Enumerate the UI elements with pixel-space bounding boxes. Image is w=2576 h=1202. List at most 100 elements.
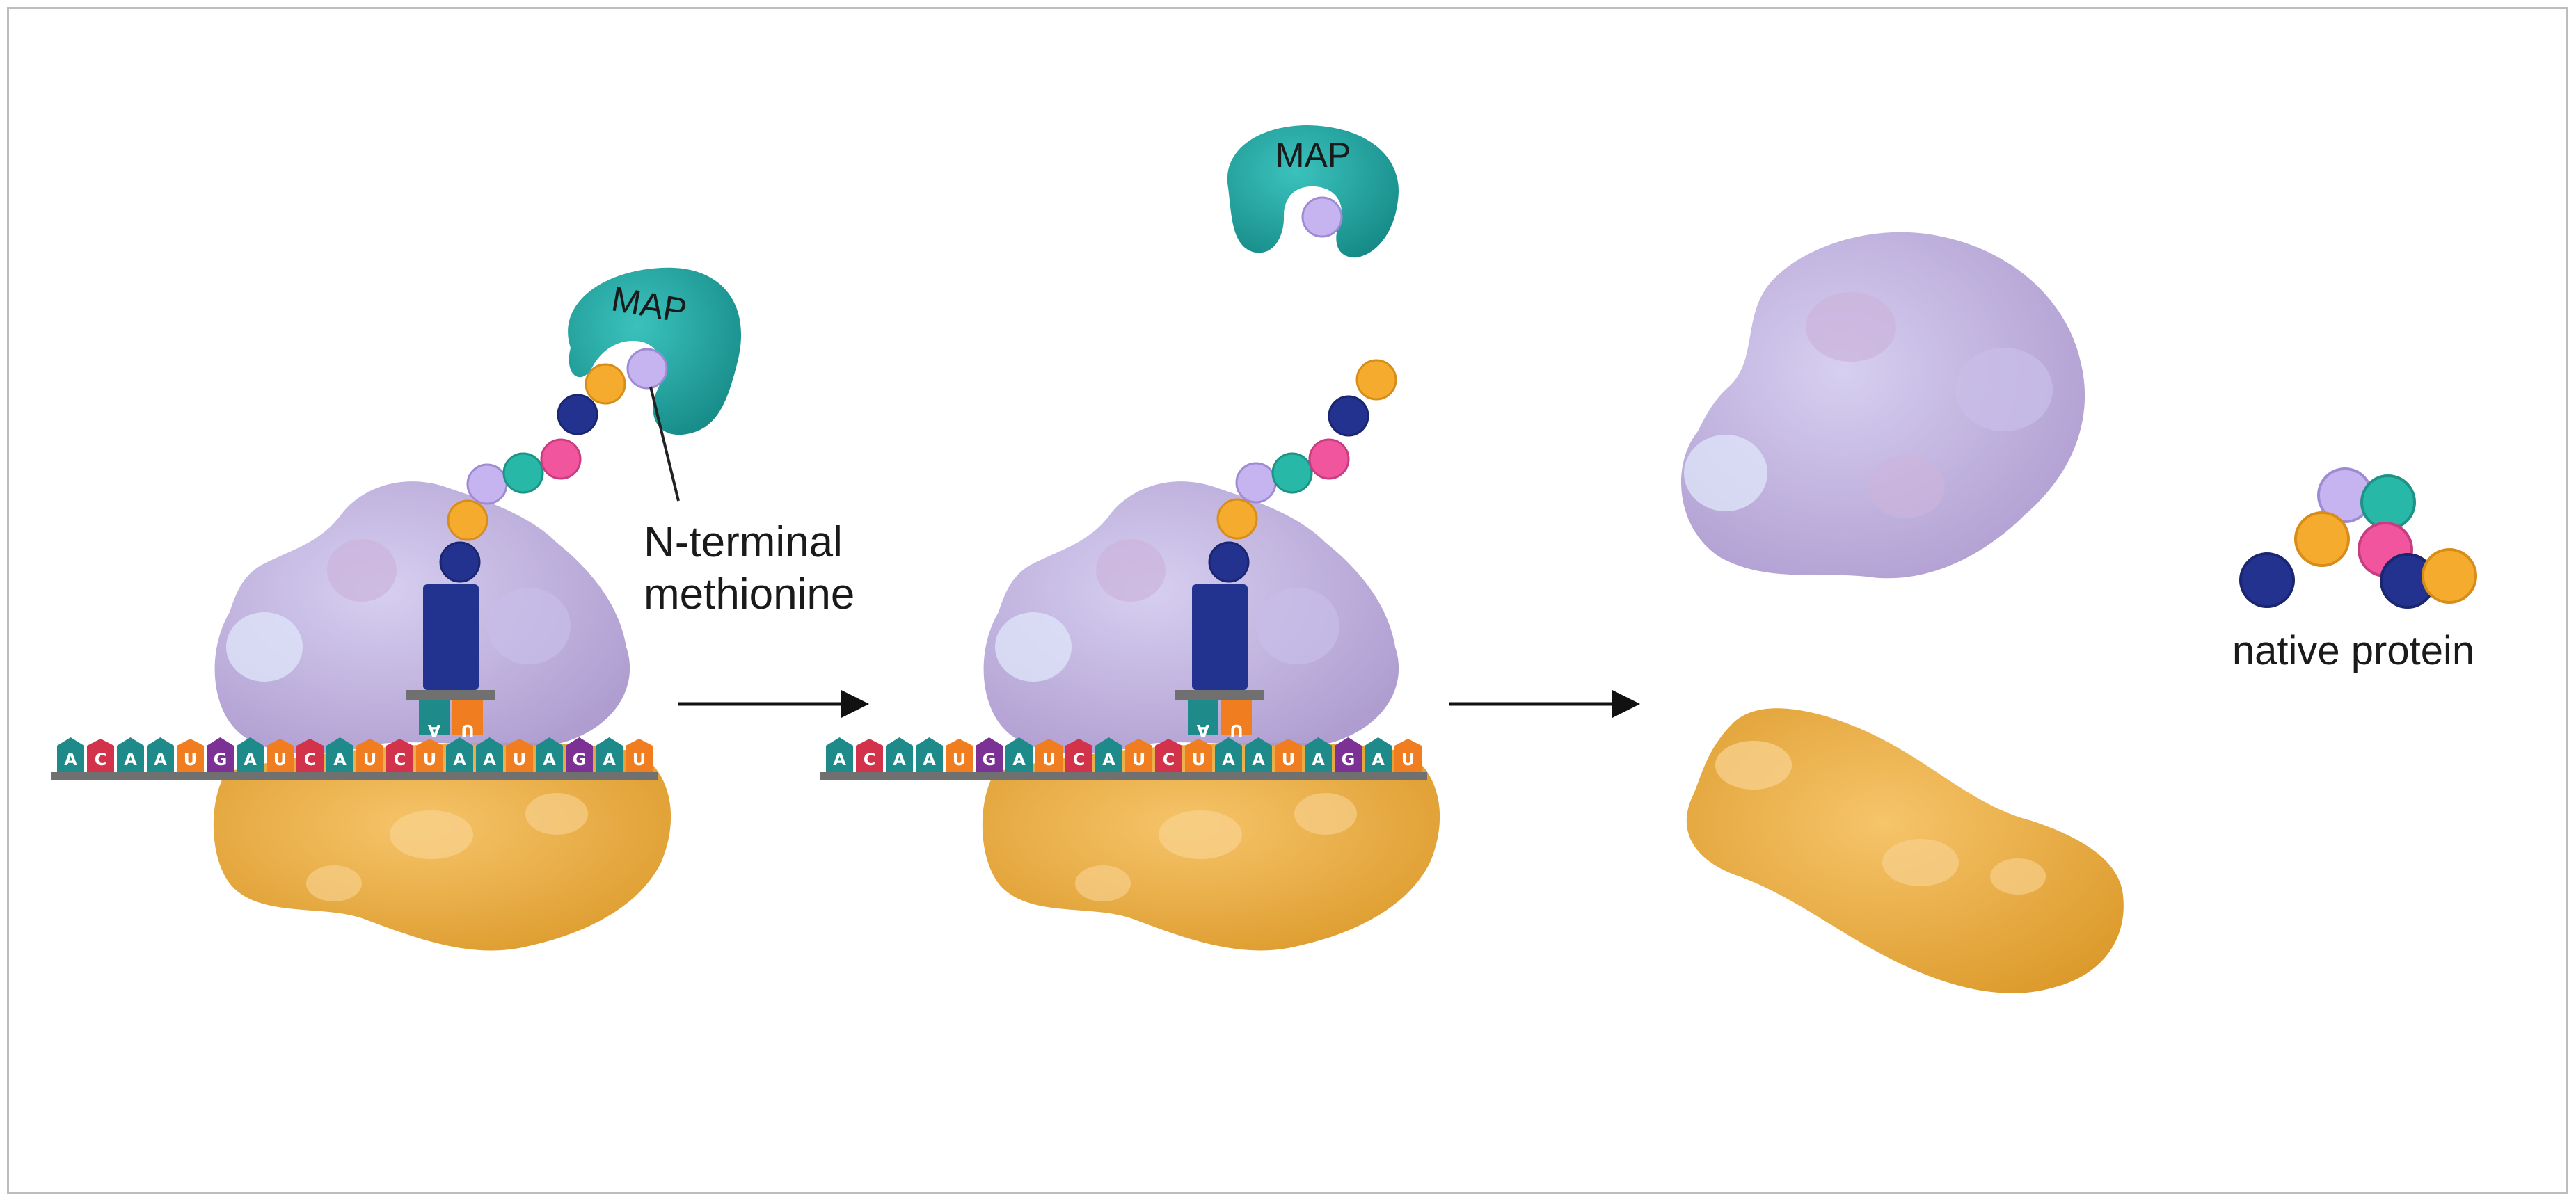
callout-line xyxy=(649,386,680,502)
native-protein-label: native protein xyxy=(2232,628,2474,673)
ribosome-small-subunit xyxy=(982,742,1440,951)
anticodon-tile xyxy=(1188,700,1218,735)
ribosome-large-subunit xyxy=(214,481,630,754)
nucleotide-tile xyxy=(1365,737,1392,772)
nucleotide-tile xyxy=(856,739,883,772)
anticodon-letter: A xyxy=(1196,721,1209,740)
nascent-peptide-chain xyxy=(1208,359,1397,583)
nucleotide-letter: A xyxy=(124,750,137,769)
n-terminal-label: N-terminal methionine xyxy=(644,518,854,618)
nucleotide-tile xyxy=(1245,737,1272,772)
nucleotide-letter: U xyxy=(1282,750,1296,769)
anticodon-letter: A xyxy=(427,721,440,740)
map-label: MAP xyxy=(1275,136,1351,175)
anticodon-tile xyxy=(1221,700,1252,735)
nucleotide-tile xyxy=(976,737,1003,772)
ribosome-small-subunit xyxy=(213,742,671,951)
nucleotide-tile xyxy=(117,737,144,772)
nucleotide-letter: A xyxy=(1252,750,1265,769)
native-protein xyxy=(2239,467,2477,609)
nucleotide-letter: U xyxy=(633,750,646,769)
nucleotide-letter: U xyxy=(1042,750,1056,769)
nucleotide-letter: A xyxy=(1222,750,1235,769)
nucleotide-tile xyxy=(446,737,473,772)
map-enzyme: MAP xyxy=(568,267,742,435)
nucleotide-letter: U xyxy=(513,750,527,769)
nucleotide-tile xyxy=(916,737,943,772)
nucleotide-letter: A xyxy=(1012,750,1026,769)
nucleotide-letter: U xyxy=(1401,750,1415,769)
nucleotide-letter: A xyxy=(543,750,556,769)
map-enzyme: MAP xyxy=(1227,125,1399,258)
nucleotide-tile xyxy=(296,739,324,772)
nucleotide-letter: A xyxy=(893,750,906,769)
nucleotide-letter: A xyxy=(923,750,936,769)
nucleotide-tile xyxy=(386,739,413,772)
nucleotide-tile xyxy=(626,739,653,772)
nucleotide-tile xyxy=(826,737,853,772)
nucleotide-tile xyxy=(1065,739,1092,772)
nucleotide-letter: G xyxy=(983,750,996,769)
ribosome-small-subunit-released xyxy=(1686,708,2124,993)
nucleotide-tile xyxy=(566,737,593,772)
nucleotide-tile xyxy=(57,737,84,772)
nucleotide-tile xyxy=(596,737,623,772)
nucleotide-tile xyxy=(237,737,264,772)
nascent-peptide-chain xyxy=(439,363,626,583)
panel-3-dissociation xyxy=(1681,232,2124,993)
nucleotide-tile xyxy=(326,737,353,772)
nucleotide-letter: C xyxy=(95,750,107,769)
nucleotide-letter: C xyxy=(394,750,406,769)
nucleotide-letter: A xyxy=(154,750,167,769)
nucleotide-tile xyxy=(1005,737,1033,772)
nucleotide-letter: C xyxy=(864,750,876,769)
nucleotide-tile xyxy=(267,739,294,772)
nucleotide-letter: U xyxy=(1192,750,1206,769)
nucleotide-tile xyxy=(1394,739,1422,772)
nucleotide-letter: A xyxy=(244,750,257,769)
ribosome-large-subunit xyxy=(983,481,1399,754)
nucleotide-tile xyxy=(416,739,443,772)
nucleotide-letter: C xyxy=(304,750,317,769)
nucleotide-letter: A xyxy=(833,750,846,769)
nucleotide-tile xyxy=(1035,739,1063,772)
cleaved-methionine xyxy=(1301,196,1343,238)
nucleotide-tile xyxy=(1215,737,1242,772)
nucleotide-letter: A xyxy=(1372,750,1385,769)
anticodon-tile xyxy=(419,700,450,735)
nucleotide-letter: A xyxy=(483,750,496,769)
nucleotide-letter: A xyxy=(453,750,466,769)
nucleotide-tile xyxy=(1185,739,1212,772)
nucleotide-letter: U xyxy=(363,750,377,769)
nucleotide-letter: U xyxy=(1132,750,1146,769)
nucleotide-tile xyxy=(356,739,383,772)
nucleotide-tile xyxy=(87,739,114,772)
nucleotide-tile xyxy=(147,737,174,772)
nucleotide-tile xyxy=(506,739,533,772)
nucleotide-letter: A xyxy=(1312,750,1325,769)
nucleotide-letter: U xyxy=(184,750,198,769)
nucleotide-letter: C xyxy=(1073,750,1086,769)
nucleotide-letter: A xyxy=(333,750,347,769)
nucleotide-letter: U xyxy=(273,750,287,769)
nucleotide-tile xyxy=(1095,737,1122,772)
nucleotide-tile xyxy=(476,737,503,772)
ribosome-large-subunit-released xyxy=(1681,232,2085,579)
nucleotide-letter: U xyxy=(953,750,967,769)
anticodon-letter: U xyxy=(461,721,475,740)
nucleotide-tile xyxy=(177,739,204,772)
nucleotide-tile xyxy=(1275,739,1302,772)
mrna-backbone xyxy=(820,772,1427,780)
nucleotide-tile xyxy=(536,737,563,772)
nucleotide-letter: G xyxy=(573,750,587,769)
nucleotide-letter: U xyxy=(423,750,437,769)
nucleotide-letter: C xyxy=(1163,750,1175,769)
anticodon-tile xyxy=(452,700,483,735)
nucleotide-letter: A xyxy=(1102,750,1115,769)
